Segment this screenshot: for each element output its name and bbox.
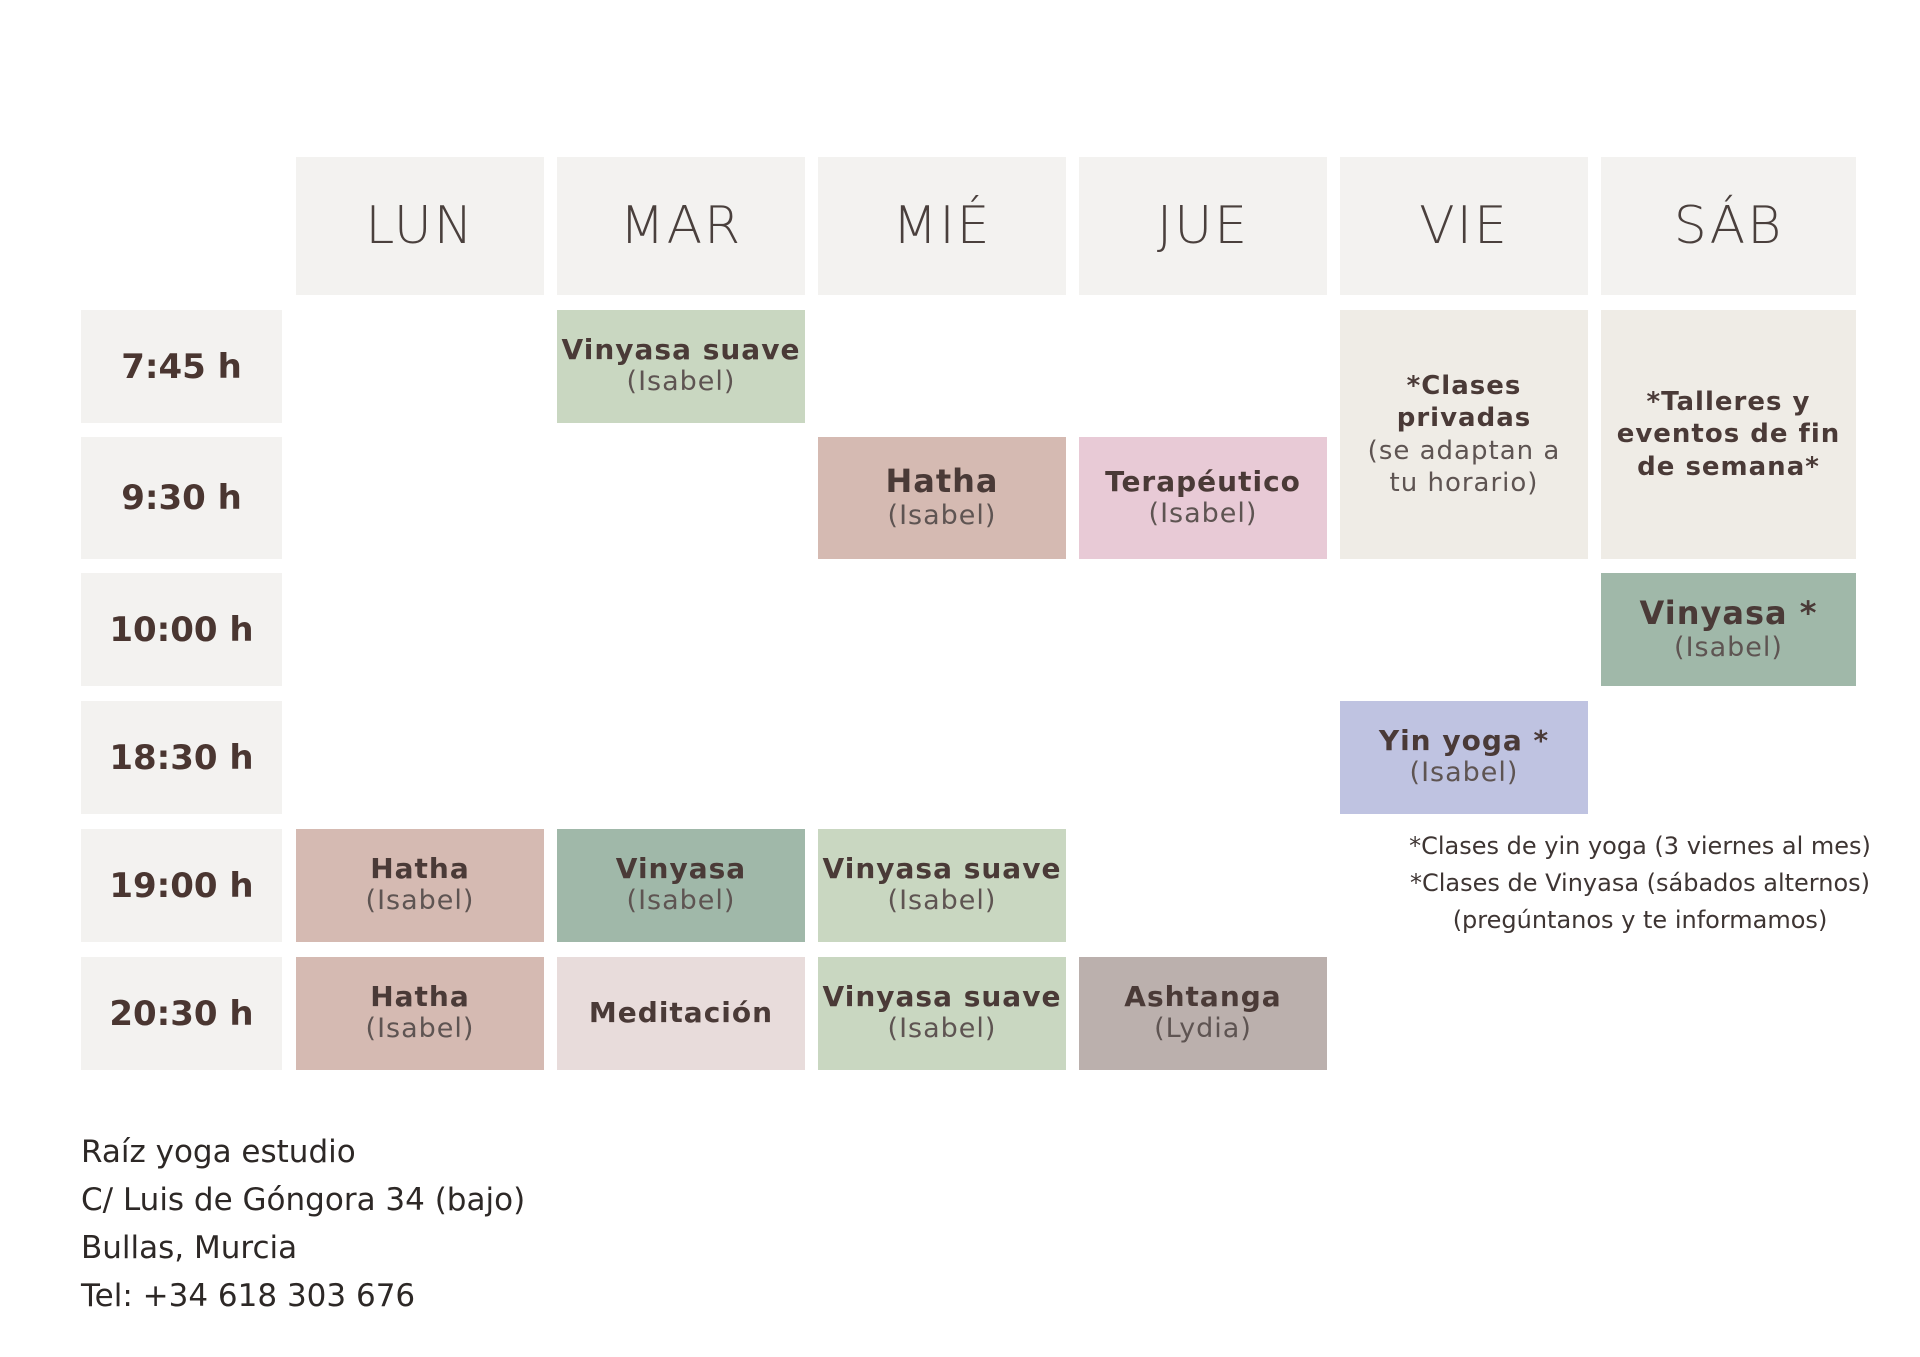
class-name: Ashtanga <box>1124 980 1282 1014</box>
street-address: C/ Luis de Góngora 34 (bajo) <box>81 1182 526 1218</box>
class-teacher: (Isabel) <box>1674 631 1783 663</box>
class-name: Meditación <box>588 996 774 1030</box>
vie-private-classes: *Clases privadas (se adaptan a tu horari… <box>1340 310 1588 559</box>
footnote-info: (pregúntanos y te informamos) <box>1452 906 1828 934</box>
day-header-sab: SÁB <box>1601 157 1856 295</box>
city: Bullas, Murcia <box>81 1230 298 1266</box>
footnotes: *Clases de yin yoga (3 viernes al mes) *… <box>1360 828 1920 939</box>
class-name: Hatha <box>885 462 999 501</box>
class-name: Hatha <box>370 980 470 1014</box>
class-vie-1830[interactable]: Yin yoga * (Isabel) <box>1340 701 1588 814</box>
time-1900: 19:00 h <box>81 829 282 942</box>
day-header-lun: LUN <box>296 157 544 295</box>
class-teacher: (Isabel) <box>365 1013 475 1045</box>
class-name: Vinyasa <box>615 852 747 886</box>
phone-number[interactable]: Tel: +34 618 303 676 <box>81 1278 416 1314</box>
workshops-line1: *Talleres y <box>1646 386 1811 417</box>
time-1830: 18:30 h <box>81 701 282 814</box>
private-line4: tu horario) <box>1389 468 1539 498</box>
class-mie-1900[interactable]: Vinyasa suave (Isabel) <box>818 829 1066 942</box>
class-teacher: (Lydia) <box>1154 1013 1252 1045</box>
class-mar-2030[interactable]: Meditación <box>557 957 805 1070</box>
class-name: Yin yoga * <box>1378 724 1550 758</box>
class-mar-1900[interactable]: Vinyasa (Isabel) <box>557 829 805 942</box>
class-teacher: (Isabel) <box>887 500 997 532</box>
class-lun-2030[interactable]: Hatha (Isabel) <box>296 957 544 1070</box>
class-name: Vinyasa suave <box>561 333 801 367</box>
class-name: Vinyasa suave <box>822 852 1062 886</box>
time-1000: 10:00 h <box>81 573 282 686</box>
class-teacher: (Isabel) <box>887 885 997 917</box>
day-header-jue: JUE <box>1079 157 1327 295</box>
footnote-yin: *Clases de yin yoga (3 viernes al mes) <box>1409 832 1871 860</box>
class-jue-0930[interactable]: Terapéutico (Isabel) <box>1079 437 1327 559</box>
day-header-vie: VIE <box>1340 157 1588 295</box>
day-header-mar: MAR <box>557 157 805 295</box>
class-name: Terapéutico <box>1105 464 1301 498</box>
class-teacher: (Isabel) <box>1148 497 1258 529</box>
workshops-line2: eventos de fin <box>1616 419 1841 450</box>
studio-address: Raíz yoga estudio C/ Luis de Góngora 34 … <box>81 1128 525 1320</box>
class-mie-2030[interactable]: Vinyasa suave (Isabel) <box>818 957 1066 1070</box>
class-mie-0930[interactable]: Hatha (Isabel) <box>818 437 1066 559</box>
private-line2: privadas <box>1396 403 1532 433</box>
time-0745: 7:45 h <box>81 310 282 423</box>
class-name: Hatha <box>370 852 470 886</box>
class-sab-1000[interactable]: Vinyasa * (Isabel) <box>1601 573 1856 686</box>
class-teacher: (Isabel) <box>626 366 736 398</box>
class-teacher: (Isabel) <box>365 885 475 917</box>
class-teacher: (Isabel) <box>1409 757 1519 789</box>
class-name: Vinyasa suave <box>822 980 1062 1014</box>
class-name: Vinyasa * <box>1639 593 1818 632</box>
private-line1: *Clases <box>1406 370 1522 401</box>
sab-workshops: *Talleres y eventos de fin de semana* <box>1601 310 1856 559</box>
class-mar-0745[interactable]: Vinyasa suave (Isabel) <box>557 310 805 423</box>
time-2030: 20:30 h <box>81 957 282 1070</box>
time-0930: 9:30 h <box>81 437 282 559</box>
studio-name: Raíz yoga estudio <box>81 1134 356 1170</box>
workshops-line3: de semana* <box>1637 451 1820 482</box>
class-teacher: (Isabel) <box>626 885 736 917</box>
day-header-mie: MIÉ <box>818 157 1066 295</box>
class-teacher: (Isabel) <box>887 1013 997 1045</box>
private-line3: (se adaptan a <box>1367 435 1561 466</box>
class-jue-2030[interactable]: Ashtanga (Lydia) <box>1079 957 1327 1070</box>
class-lun-1900[interactable]: Hatha (Isabel) <box>296 829 544 942</box>
footnote-vinyasa: *Clases de Vinyasa (sábados alternos) <box>1409 869 1870 897</box>
